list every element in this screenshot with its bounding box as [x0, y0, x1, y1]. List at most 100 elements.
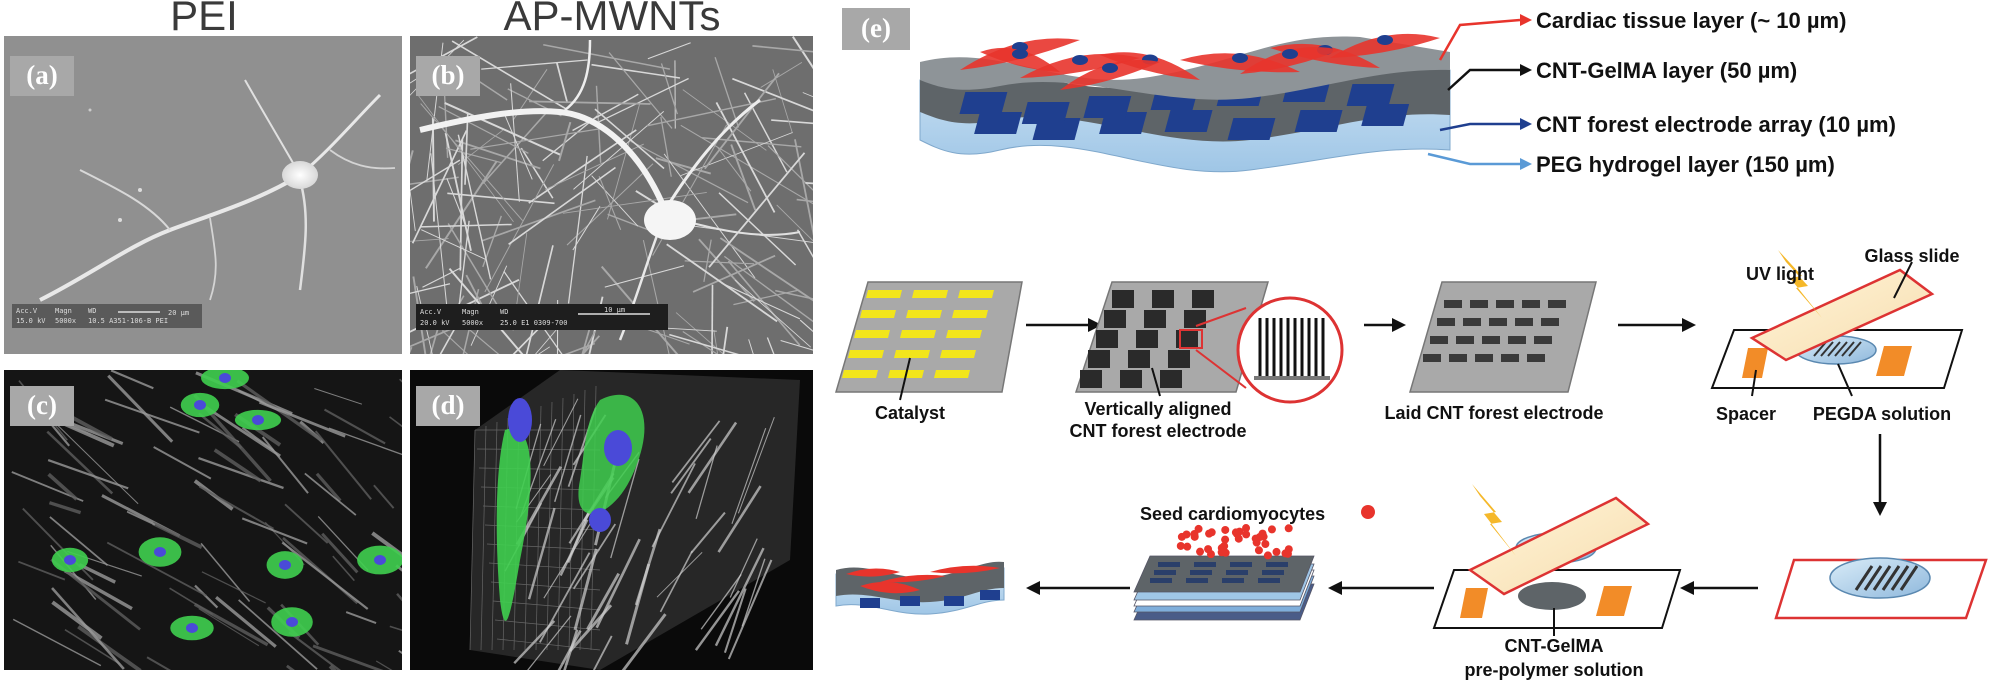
- sem-a-field: Magn: [55, 307, 72, 315]
- nanotube-fiber: [775, 289, 813, 300]
- cnt-block: [1144, 310, 1166, 328]
- seeded-cell: [1182, 530, 1191, 539]
- laid-bar: [1463, 318, 1481, 326]
- cnt-forest-zoom: [1254, 318, 1330, 380]
- sem-a-field: 5000x: [55, 317, 76, 325]
- tissue-fiber: [554, 414, 582, 503]
- label-vertical-2: CNT forest electrode: [1069, 421, 1246, 441]
- nanotube-fiber: [647, 42, 691, 60]
- label-catalyst: Catalyst: [875, 403, 945, 423]
- arrowhead-icon: [1520, 14, 1532, 26]
- tissue-fiber: [261, 436, 309, 494]
- stack-electrode: [1226, 570, 1248, 575]
- panel-a-header: PEI: [170, 0, 238, 39]
- tissue-fiber: [146, 656, 172, 670]
- sem-a-field: Acc.V: [16, 307, 38, 315]
- nanotube-fiber: [451, 40, 567, 110]
- electrode-block: [980, 590, 1000, 600]
- cell-nucleus: [508, 398, 532, 442]
- panel-e: (e) Cardiac tissue layer (~ 10 µm) CNT-G…: [835, 8, 1988, 680]
- cardiomyocyte: [846, 568, 900, 577]
- tissue-fiber: [62, 421, 115, 448]
- final-electrodes: [860, 590, 1000, 608]
- catalyst-pad: [946, 330, 982, 338]
- nanotube-fiber: [481, 199, 596, 242]
- sem-b-field: Acc.V: [420, 308, 442, 316]
- cnt-block: [1120, 370, 1142, 388]
- nanotube-fiber: [796, 198, 813, 203]
- stack-electrode: [1150, 578, 1172, 583]
- seeded-cell: [1221, 525, 1230, 534]
- nanotube-fiber: [573, 111, 665, 190]
- arrowhead-icon: [1026, 581, 1040, 595]
- tissue-fiber: [345, 611, 377, 624]
- catalyst-pads: [842, 290, 994, 378]
- seeded-cell: [1261, 540, 1270, 549]
- seeded-cell: [1190, 532, 1199, 541]
- nanotube-fiber: [767, 145, 813, 191]
- catalyst-pad: [894, 350, 930, 358]
- cell-nucleus: [589, 508, 611, 532]
- stack-electrode: [1194, 562, 1216, 567]
- tissue-fiber: [215, 596, 277, 648]
- electrode-block: [1346, 84, 1395, 106]
- tissue-fiber: [373, 484, 395, 509]
- cell-nucleus: [1282, 49, 1298, 59]
- spacer-left: [1460, 588, 1488, 618]
- tissue-fiber: [104, 398, 200, 434]
- spacer-right: [1596, 586, 1632, 616]
- tissue-fiber: [198, 485, 275, 530]
- laid-bar: [1515, 318, 1533, 326]
- tissue-fiber: [375, 660, 393, 670]
- laid-bar: [1501, 354, 1519, 362]
- nanotube-fiber: [723, 255, 813, 323]
- pattern-line: [1872, 565, 1892, 591]
- step-final-device: [835, 561, 1005, 615]
- cardiomyocyte: [930, 565, 1000, 574]
- tissue-fiber: [241, 427, 274, 452]
- nanotube-fiber: [542, 115, 598, 162]
- tissue-fiber: [371, 531, 402, 558]
- nanotube-fiber: [604, 265, 685, 288]
- pattern-line: [1881, 565, 1901, 591]
- cell-nucleus: [154, 547, 166, 557]
- tissue-fiber: [573, 548, 598, 631]
- nanotube-fiber: [431, 117, 435, 222]
- arrowhead-icon: [1520, 158, 1532, 170]
- uv-light-icon: [1472, 484, 1516, 556]
- laid-bar: [1449, 354, 1467, 362]
- gelma-disc: [1518, 582, 1586, 610]
- tissue-fiber: [304, 472, 357, 516]
- nanotube-fiber: [771, 119, 813, 125]
- pegda-pattern: [1813, 341, 1862, 357]
- nanotube-fiber: [457, 134, 492, 280]
- panel-c-label-box: [10, 386, 74, 426]
- arrowhead-icon: [1680, 581, 1694, 595]
- fluorescent-cells: [51, 370, 402, 641]
- label-pegda: PEGDA solution: [1813, 404, 1951, 424]
- stack-electrode: [1262, 570, 1284, 575]
- arrowhead-icon: [1520, 118, 1532, 130]
- cnt-zoom-circle: [1236, 296, 1344, 404]
- nanotube-fiber: [556, 62, 569, 104]
- cnt-block: [1128, 350, 1150, 368]
- uv-light-icon: [1778, 250, 1822, 318]
- cell-nucleus: [64, 555, 76, 565]
- tissue-fiber: [328, 427, 402, 456]
- tissue-fiber: [56, 423, 139, 505]
- nanotube-fiber: [444, 102, 561, 156]
- pattern-line: [1841, 341, 1855, 357]
- nanotube-fiber: [719, 237, 813, 302]
- catalyst-pad: [952, 310, 988, 318]
- nanotube-fiber: [669, 333, 740, 354]
- nanotube-fiber: [572, 206, 601, 251]
- nanotube-fiber: [410, 176, 459, 185]
- nanotube-fiber: [799, 319, 813, 333]
- electrode-block: [1227, 118, 1276, 140]
- seeded-cell: [1233, 530, 1242, 539]
- step-uv-pegda: Glass slide UV light Spacer PEGDA soluti…: [1710, 246, 1964, 424]
- tissue-fiber: [194, 584, 219, 609]
- laid-bar: [1470, 300, 1488, 308]
- tissue-fiber: [314, 387, 363, 405]
